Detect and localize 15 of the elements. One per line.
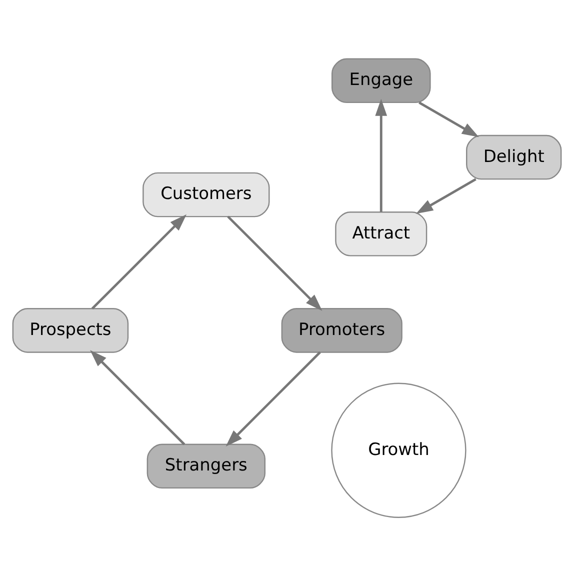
arrow [375,98,388,212]
node-box: Promoters [281,308,402,353]
arrow [416,178,476,214]
node-box: Engage [331,58,431,104]
node-circle: Growth [331,382,466,518]
arrow [226,351,321,447]
node-box: Delight [466,134,562,180]
node-box: Attract [335,211,428,256]
node-box: Customers [142,172,270,218]
arrow [91,214,187,310]
arrow [227,216,322,311]
node-box: Prospects [12,308,129,353]
node-box: Strangers [146,444,266,489]
arrow [90,350,186,446]
arrow [418,102,479,138]
